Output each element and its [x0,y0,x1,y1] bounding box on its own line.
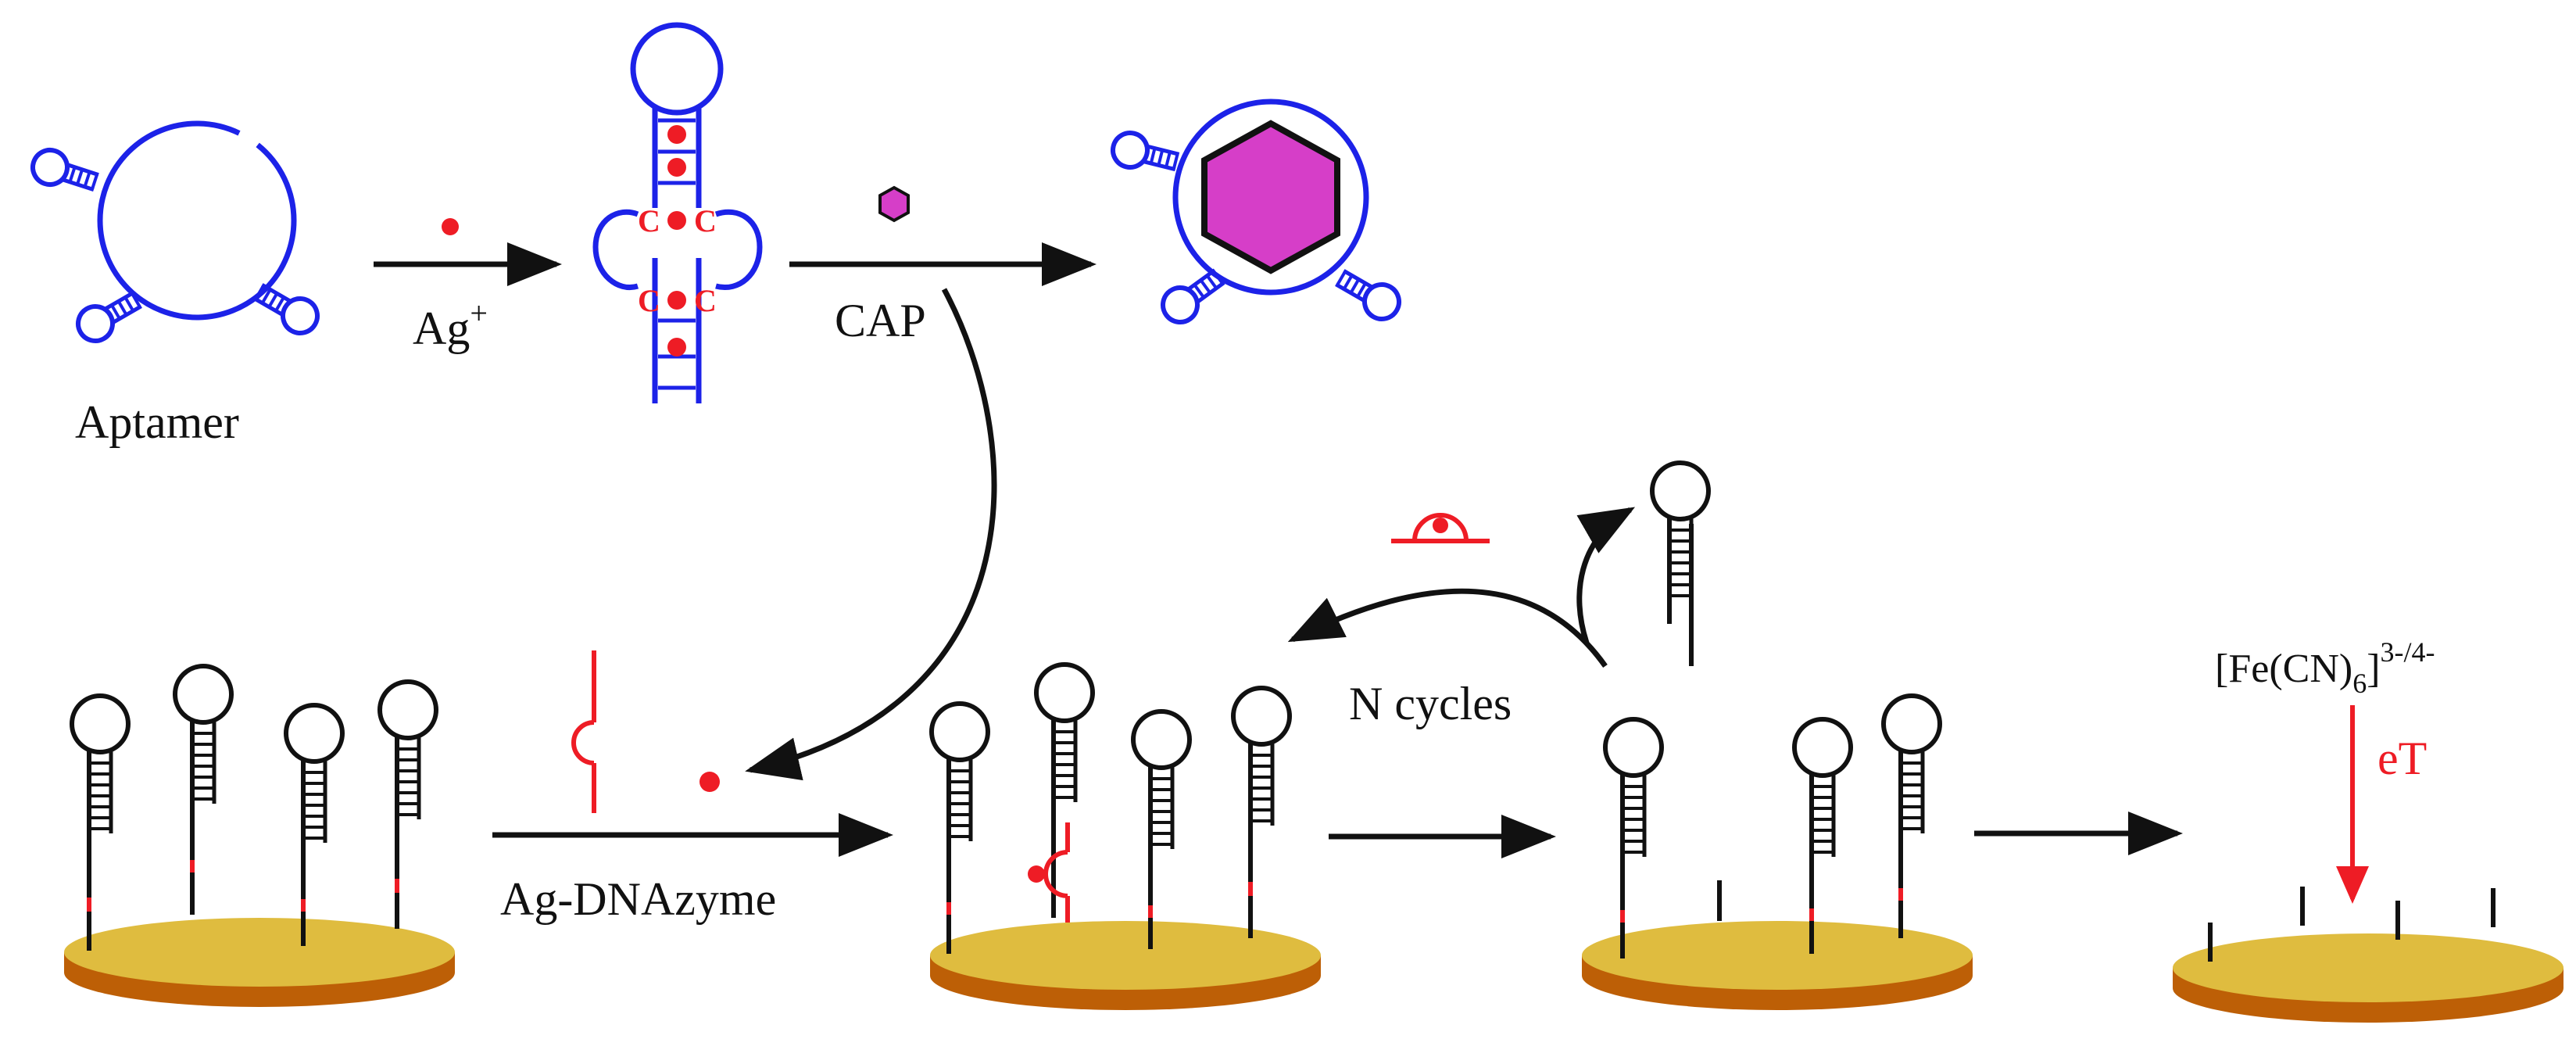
electrode-3 [1582,696,1973,1010]
silver-ion-dot [442,218,459,235]
silver-ion-dot [699,772,720,792]
electron-transfer-label: eT [2377,733,2427,784]
svg-text:C: C [694,283,717,318]
electrode-2 [930,665,1321,1010]
cleaved-hairpin-fragment [1652,463,1708,666]
svg-text:C: C [694,203,717,238]
cap-bound-aptamer [1109,99,1405,329]
svg-text:C: C [638,283,660,318]
arrow-fragment-release [1576,507,1636,644]
released-dnazyme [1391,513,1490,543]
aptamer-structure [28,120,324,347]
ag-dnazyme-label: Ag-DNAzyme [500,873,776,925]
aptamer-label: Aptamer [75,396,239,448]
ag-dnazyme-strand [571,650,596,813]
arrow-cycle-return [1287,588,1608,668]
arrow-release-silver [745,288,997,781]
cap-label: CAP [835,295,926,346]
redox-probe-label: [Fe(CN)6]3-/4- [2215,636,2435,699]
n-cycles-label: N cycles [1349,678,1512,729]
silver-bound-aptamer: C C C C [592,22,763,403]
electrode-4 [2173,887,2563,1023]
svg-text:C: C [638,203,660,238]
electrode-1 [64,666,455,1007]
cap-molecule-icon [878,185,910,223]
ag-ion-label: Ag+ [413,296,488,354]
